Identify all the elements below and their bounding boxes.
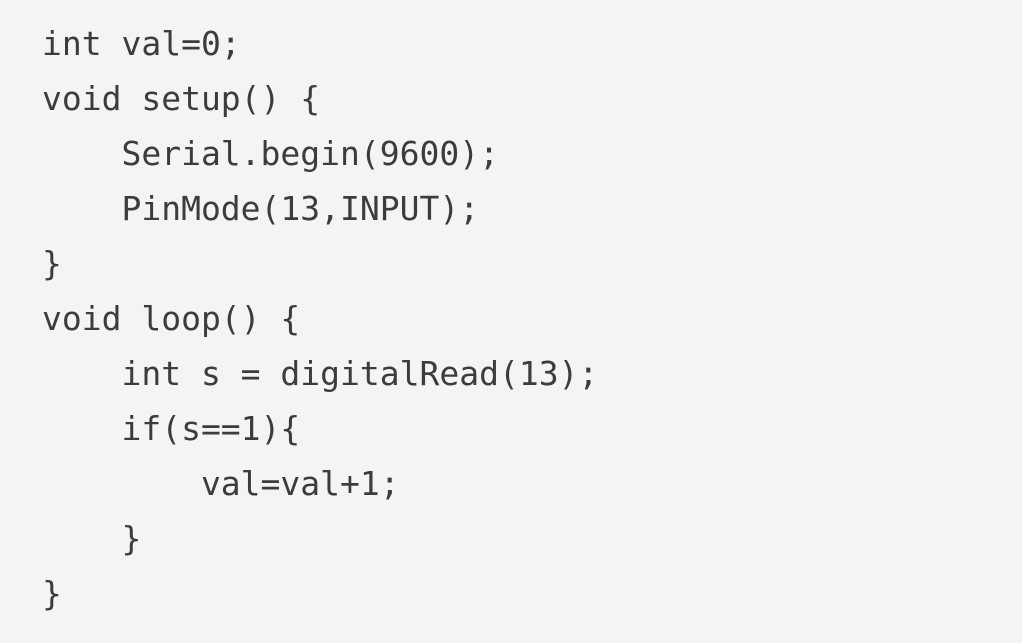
code-line-2: void setup() { [42, 79, 321, 118]
code-line-7: int s = digitalRead(13); [42, 354, 599, 393]
code-line-11: } [42, 574, 62, 613]
code-line-9: val=val+1; [42, 464, 400, 503]
code-line-3: Serial.begin(9600); [42, 134, 499, 173]
code-line-10: } [42, 519, 142, 558]
code-line-5: } [42, 244, 62, 283]
code-line-1: int val=0; [42, 24, 241, 63]
code-line-4: PinMode(13,INPUT); [42, 189, 480, 228]
code-line-8: if(s==1){ [42, 409, 301, 448]
code-line-6: void loop() { [42, 299, 301, 338]
